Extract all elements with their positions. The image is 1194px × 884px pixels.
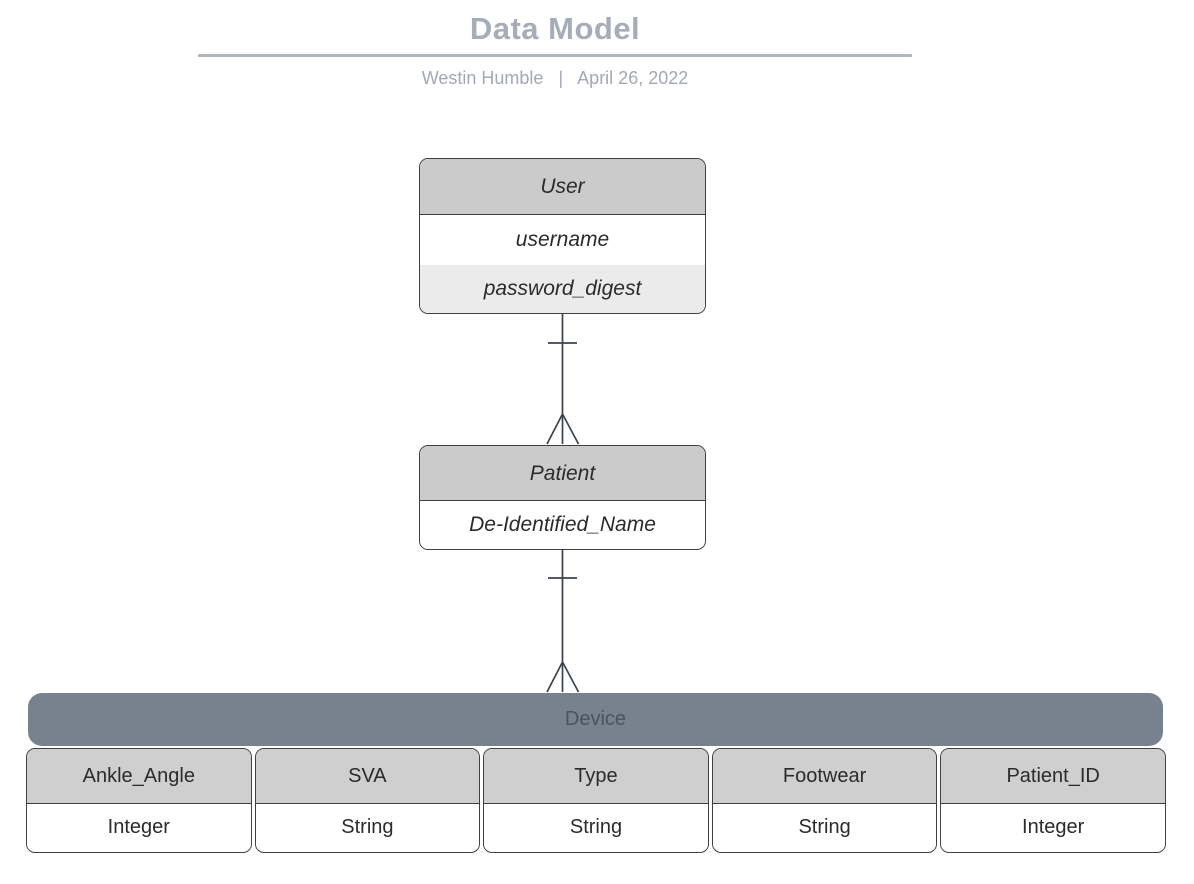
page-title: Data Model: [469, 11, 641, 46]
byline-date: April 26, 2022: [577, 68, 689, 88]
device-column-type: String: [484, 804, 708, 850]
byline: Westin Humble | April 26, 2022: [198, 68, 912, 89]
device-column-name: SVA: [255, 749, 480, 804]
entity-patient-field-deidentified-name: De-Identified_Name: [420, 501, 705, 549]
device-column-ankle-angle: Ankle_Angle Integer: [26, 748, 252, 853]
entity-patient: Patient De-Identified_Name: [419, 445, 706, 550]
device-column-type: Integer: [941, 804, 1165, 850]
byline-author: Westin Humble: [421, 68, 544, 88]
crow-foot-icon: [546, 661, 564, 693]
connector-user-patient: [546, 312, 580, 445]
byline-separator: |: [558, 68, 564, 88]
title-underline: [198, 54, 912, 57]
device-column-type-col: Type String: [483, 748, 709, 853]
document-header: Data Model Westin Humble | April 26, 202…: [198, 10, 912, 89]
entity-user-title: User: [420, 159, 705, 215]
device-column-name: Patient_ID: [941, 749, 1165, 804]
entity-user: User username password_digest: [419, 158, 706, 314]
connector-patient-device: [546, 548, 580, 693]
device-column-type: Integer: [27, 804, 251, 850]
entity-device-title-bar: Device: [28, 693, 1163, 746]
device-column-type: String: [255, 804, 480, 850]
device-column-footwear: Footwear String: [711, 748, 938, 853]
entity-patient-title: Patient: [420, 446, 705, 501]
entity-device-columns: Ankle_Angle Integer SVA String Type Stri…: [26, 748, 1166, 853]
entity-user-field-username: username: [420, 215, 705, 265]
crow-foot-icon: [546, 413, 564, 445]
device-column-type: String: [712, 804, 937, 850]
device-column-name: Type: [484, 749, 708, 804]
entity-user-field-password-digest: password_digest: [420, 265, 705, 313]
device-column-name: Ankle_Angle: [27, 749, 251, 804]
device-column-sva: SVA String: [254, 748, 481, 853]
device-column-name: Footwear: [712, 749, 937, 804]
device-column-patient-id: Patient_ID Integer: [940, 748, 1166, 853]
